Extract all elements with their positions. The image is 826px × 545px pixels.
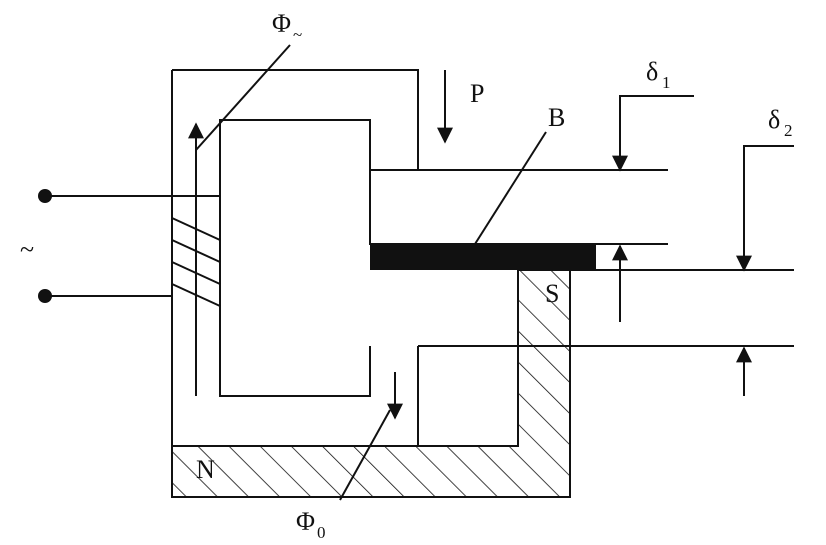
armature-plate — [370, 244, 596, 270]
gap2-leader — [736, 145, 794, 272]
gap2-subscript: 2 — [784, 121, 793, 140]
terminal-top — [38, 189, 52, 203]
phi-ac-subscript: ~ — [293, 25, 302, 44]
gap1-label: δ — [646, 57, 658, 86]
phi-ac-label: Φ — [272, 9, 291, 38]
gap2-label: δ — [768, 105, 780, 134]
phi-0-label: Φ — [296, 507, 315, 536]
ac-flux-leader — [195, 44, 291, 151]
gap1-leader — [612, 95, 694, 172]
phi-0-subscript: 0 — [317, 523, 326, 542]
terminal-bottom — [38, 289, 52, 303]
gap1-subscript: 1 — [662, 73, 671, 92]
dc-flux-leader — [339, 409, 391, 501]
plate-leader — [474, 131, 547, 245]
south-pole-label: S — [545, 279, 559, 308]
plate-label: B — [548, 103, 565, 132]
ac-source-label: ~ — [20, 235, 34, 264]
core-outer-outline — [172, 69, 668, 171]
force-label: P — [470, 79, 484, 108]
north-pole-label: N — [196, 455, 215, 484]
